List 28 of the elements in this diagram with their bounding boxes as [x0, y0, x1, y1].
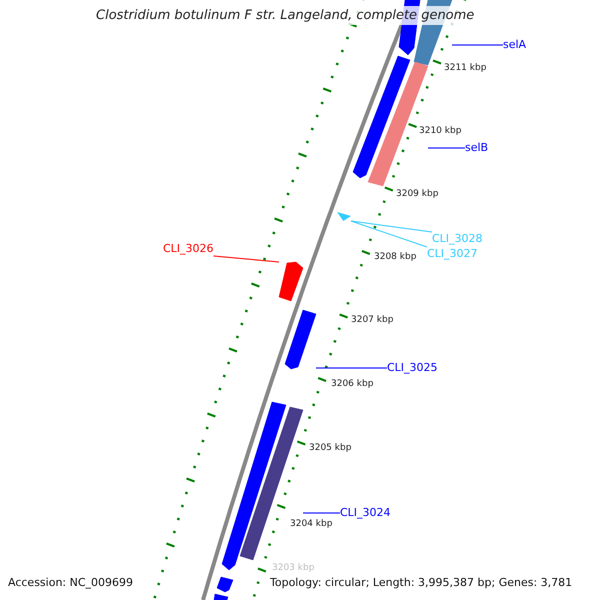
scale-label: 3209 kbp	[396, 189, 438, 200]
gene-label: selB	[465, 141, 488, 155]
gene-label: CLI_3024	[340, 506, 391, 520]
leader-line	[213, 256, 280, 262]
scale-label: 3205 kbp	[309, 443, 352, 454]
genome-info: Topology: circular; Length: 3,995,387 bp; Genes: 3,781	[270, 576, 572, 590]
scale-label: 3204 kbp	[290, 519, 332, 530]
gene-segment	[214, 594, 228, 600]
scale-label: 3210 kbp	[419, 126, 462, 137]
leader-line	[350, 220, 428, 248]
scale-label: 3211 kbp	[444, 63, 486, 74]
gene-label: CLI_3025	[387, 361, 438, 375]
gene-label: CLI_3028	[432, 232, 483, 246]
scale-label: 3207 kbp	[351, 315, 394, 326]
scale-label: 3206 kbp	[331, 379, 374, 390]
gene-label: CLI_3027	[427, 247, 478, 261]
gene-marker	[337, 212, 351, 221]
gene-label: selA	[503, 38, 526, 52]
scale-label: 3203 kbp	[272, 563, 314, 574]
gene-segment	[353, 56, 410, 178]
gene-label: CLI_3026	[163, 242, 214, 256]
leader-line	[350, 220, 432, 232]
gene-segment	[279, 262, 303, 301]
scale-label: 3208 kbp	[374, 252, 416, 263]
leader-line	[302, 512, 340, 514]
gene-segment	[285, 310, 316, 369]
leader-line	[452, 44, 504, 46]
genome-info: Accession: NC_009699	[8, 576, 134, 590]
